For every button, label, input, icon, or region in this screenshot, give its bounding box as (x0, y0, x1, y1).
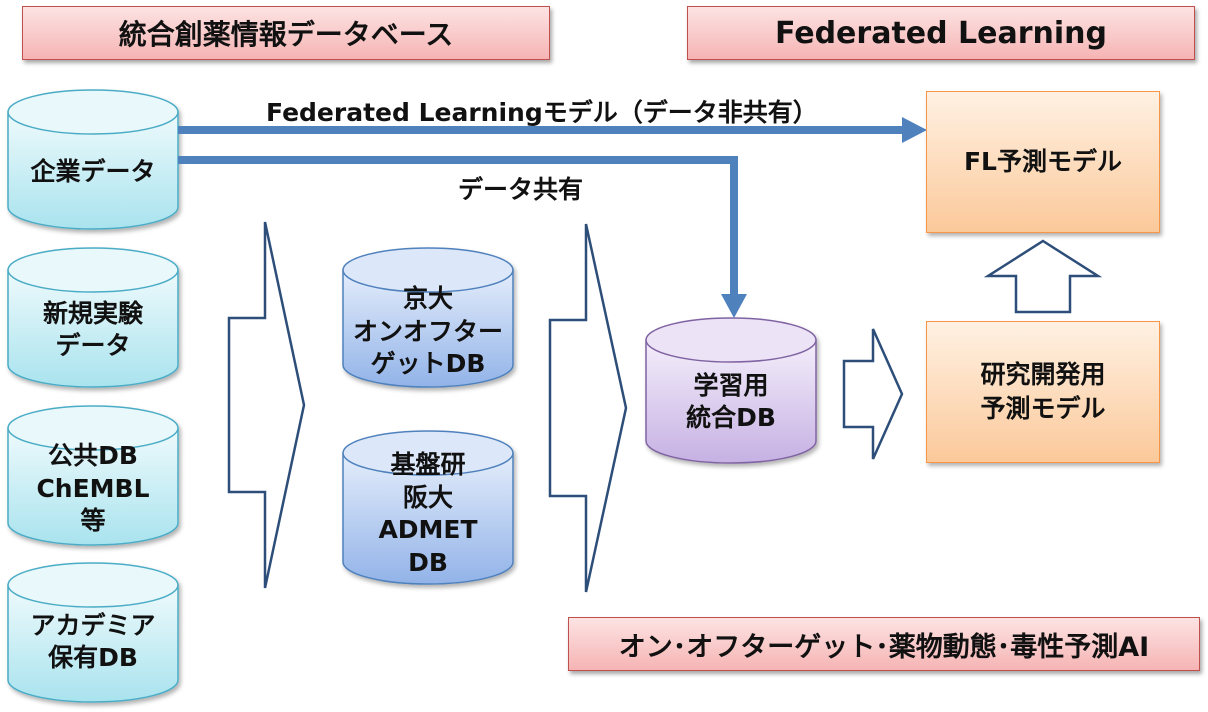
source-company-data-label: 企業データ (30, 156, 156, 186)
research-prediction-model-box: 研究開発用 予測モデル (926, 321, 1160, 463)
source-cylinder-academia-db (7, 562, 179, 703)
chevron-arrow-sources-to-middle (227, 221, 306, 589)
header-integrated-database-label: 統合創薬情報データベース (118, 18, 454, 51)
header-federated-learning: Federated Learning (687, 6, 1195, 60)
integrated-db-label: 学習用 統合DB (686, 370, 776, 433)
middle-cylinder-kyoto-db (342, 247, 514, 388)
header-integrated-database: 統合創薬情報データベース (22, 6, 550, 60)
fl-prediction-model-label: FL予測モデル (963, 147, 1122, 177)
footer-prediction-ai-banner: オン･オフターゲット･薬物動態･毒性予測AI (568, 617, 1200, 671)
middle-kyoto-db-label: 京大 オンオフター ゲットDB (352, 284, 503, 379)
header-federated-learning-label: Federated Learning (774, 15, 1108, 51)
chevron-arrow-middle-to-integrated (548, 223, 628, 593)
fl-prediction-model-box: FL予測モデル (926, 91, 1160, 233)
source-new-experiment-data-label: 新規実験 データ (42, 298, 143, 361)
source-public-db-label: 公共DB ChEMBL 等 (36, 441, 150, 536)
research-prediction-model-label: 研究開発用 予測モデル (980, 360, 1106, 423)
source-academia-db-label: アカデミア 保有DB (30, 610, 156, 673)
integrated-db-cylinder (645, 317, 817, 464)
footer-prediction-ai-label: オン･オフターゲット･薬物動態･毒性予測AI (618, 631, 1150, 663)
source-cylinder-new-experiment-data (7, 247, 179, 388)
source-cylinder-company-data (7, 89, 179, 230)
source-cylinder-public-db (7, 405, 179, 546)
data-sharing-flow-label: データ共有 (458, 175, 584, 204)
arrow-federated-learning-flow (178, 117, 927, 143)
arrow-research-to-fl-model (983, 239, 1103, 314)
federated-learning-flow-label: Federated Learningモデル（データ非共有） (266, 98, 818, 127)
arrow-data-sharing-flow (178, 156, 747, 318)
arrow-integrated-to-research-model (842, 328, 904, 460)
middle-cylinder-admet-db (342, 430, 514, 585)
middle-admet-db-label: 基盤研 阪大 ADMET DB (378, 450, 478, 577)
